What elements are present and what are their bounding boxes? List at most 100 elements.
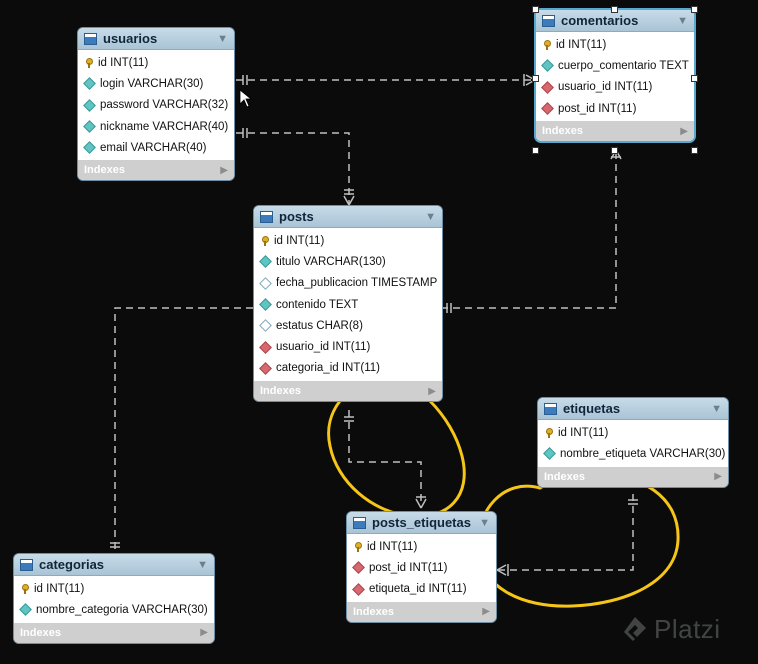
column-list: id INT(11) nombre_categoria VARCHAR(30) (14, 576, 214, 623)
resize-handle[interactable] (691, 147, 698, 154)
column-row[interactable]: email VARCHAR(40) (78, 137, 234, 158)
column-row[interactable]: nombre_categoria VARCHAR(30) (14, 599, 214, 620)
table-etiquetas[interactable]: etiquetas ▼ id INT(11) nombre_etiqueta V… (538, 398, 728, 487)
column-row[interactable]: usuario_id INT(11) (254, 336, 442, 357)
column-row[interactable]: post_id INT(11) (536, 98, 694, 119)
table-header[interactable]: categorias ▼ (14, 554, 214, 576)
key-icon (353, 541, 363, 552)
column-list: id INT(11) cuerpo_comentario TEXT usuari… (536, 32, 694, 121)
resize-handle[interactable] (532, 6, 539, 13)
rel-usuarios-posts (236, 132, 350, 205)
column-name: id INT(11) (556, 38, 607, 51)
table-title: usuarios (103, 31, 158, 46)
red-diamond-icon (259, 340, 272, 354)
table-icon (84, 32, 97, 45)
column-row[interactable]: etiqueta_id INT(11) (347, 579, 496, 600)
table-header[interactable]: posts ▼ (254, 206, 442, 228)
column-row[interactable]: post_id INT(11) (347, 557, 496, 578)
column-row[interactable]: fecha_publicacion TIMESTAMP (254, 273, 442, 294)
column-row[interactable]: id INT(11) (78, 52, 234, 73)
table-header[interactable]: usuarios ▼ (78, 28, 234, 50)
column-row[interactable]: id INT(11) (347, 536, 496, 557)
rel-posts-posts-etiquetas (348, 410, 422, 508)
key-icon (84, 57, 94, 68)
table-header[interactable]: posts_etiquetas ▼ (347, 512, 496, 534)
indexes-label: Indexes (260, 385, 301, 398)
indexes-label: Indexes (542, 125, 583, 138)
watermark-text: Platzi (654, 614, 721, 644)
table-icon (260, 210, 273, 223)
resize-handle[interactable] (691, 6, 698, 13)
resize-handle[interactable] (611, 6, 618, 13)
table-title: posts (279, 209, 314, 224)
column-name: usuario_id INT(11) (558, 81, 653, 94)
cardinality-marks (110, 74, 638, 576)
resize-handle[interactable] (532, 147, 539, 154)
indexes-footer[interactable]: Indexes▶ (347, 601, 496, 622)
triangle-down-icon[interactable]: ▼ (197, 558, 208, 571)
table-title: posts_etiquetas (372, 515, 471, 530)
table-posts[interactable]: posts ▼ id INT(11) titulo VARCHAR(130) f… (254, 206, 442, 402)
triangle-right-icon[interactable]: ▶ (220, 164, 228, 176)
table-header[interactable]: etiquetas ▼ (538, 398, 728, 420)
column-name: usuario_id INT(11) (276, 341, 371, 354)
column-name: id INT(11) (558, 426, 609, 439)
column-name: post_id INT(11) (558, 102, 637, 115)
column-row[interactable]: nombre_etiqueta VARCHAR(30) (538, 443, 728, 464)
column-name: estatus CHAR(8) (276, 319, 363, 332)
table-posts-etiquetas[interactable]: posts_etiquetas ▼ id INT(11) post_id INT… (347, 512, 496, 622)
column-row[interactable]: nickname VARCHAR(40) (78, 116, 234, 137)
triangle-right-icon[interactable]: ▶ (680, 125, 688, 137)
diamond-icon (83, 98, 96, 112)
indexes-footer[interactable]: Indexes▶ (538, 466, 728, 487)
rel-etiquetas-posts-etiquetas (497, 494, 634, 571)
column-row[interactable]: id INT(11) (254, 230, 442, 251)
column-row[interactable]: categoria_id INT(11) (254, 358, 442, 379)
platzi-watermark: Platzi (622, 614, 721, 645)
resize-handle[interactable] (532, 75, 539, 82)
table-title: comentarios (561, 13, 639, 28)
triangle-down-icon[interactable]: ▼ (677, 14, 688, 27)
column-name: nombre_etiqueta VARCHAR(30) (560, 447, 726, 460)
triangle-right-icon[interactable]: ▶ (428, 385, 436, 397)
table-comentarios[interactable]: comentarios ▼ id INT(11) cuerpo_comentar… (536, 10, 694, 142)
key-icon (260, 235, 270, 246)
red-diamond-icon (352, 582, 365, 596)
indexes-footer[interactable]: Indexes ▶ (14, 622, 214, 643)
column-name: id INT(11) (367, 540, 418, 553)
triangle-right-icon[interactable]: ▶ (714, 471, 722, 483)
column-list: id INT(11) nombre_etiqueta VARCHAR(30) (538, 420, 728, 467)
indexes-footer[interactable]: Indexes ▶ (536, 121, 694, 142)
column-row[interactable]: estatus CHAR(8) (254, 315, 442, 336)
resize-handle[interactable] (691, 75, 698, 82)
resize-handle[interactable] (611, 147, 618, 154)
column-name: categoria_id INT(11) (276, 362, 380, 375)
key-icon (544, 427, 554, 438)
triangle-down-icon[interactable]: ▼ (425, 210, 436, 223)
column-row[interactable]: cuerpo_comentario TEXT (536, 55, 694, 76)
column-row[interactable]: password VARCHAR(32) (78, 95, 234, 116)
column-row[interactable]: id INT(11) (536, 34, 694, 55)
indexes-footer[interactable]: Indexes ▶ (254, 381, 442, 402)
column-name: password VARCHAR(32) (100, 99, 229, 112)
table-categorias[interactable]: categorias ▼ id INT(11) nombre_categoria… (14, 554, 214, 643)
indexes-label: Indexes (20, 626, 61, 639)
column-row[interactable]: contenido TEXT (254, 294, 442, 315)
table-usuarios[interactable]: usuarios ▼ id INT(11) login VARCHAR(30) … (78, 28, 234, 181)
column-row[interactable]: titulo VARCHAR(130) (254, 251, 442, 272)
indexes-footer[interactable]: Indexes▶ (78, 160, 234, 181)
diamond-icon (259, 255, 272, 269)
triangle-down-icon[interactable]: ▼ (711, 402, 722, 415)
column-name: nombre_categoria VARCHAR(30) (36, 603, 208, 616)
column-name: email VARCHAR(40) (100, 141, 207, 154)
table-header[interactable]: comentarios ▼ (536, 10, 694, 32)
triangle-down-icon[interactable]: ▼ (217, 32, 228, 45)
triangle-right-icon[interactable]: ▶ (482, 606, 490, 618)
triangle-down-icon[interactable]: ▼ (479, 516, 490, 529)
column-row[interactable]: id INT(11) (14, 578, 214, 599)
column-row[interactable]: login VARCHAR(30) (78, 73, 234, 94)
diamond-icon (19, 603, 32, 617)
column-row[interactable]: id INT(11) (538, 422, 728, 443)
triangle-right-icon[interactable]: ▶ (200, 627, 208, 639)
column-row[interactable]: usuario_id INT(11) (536, 77, 694, 98)
